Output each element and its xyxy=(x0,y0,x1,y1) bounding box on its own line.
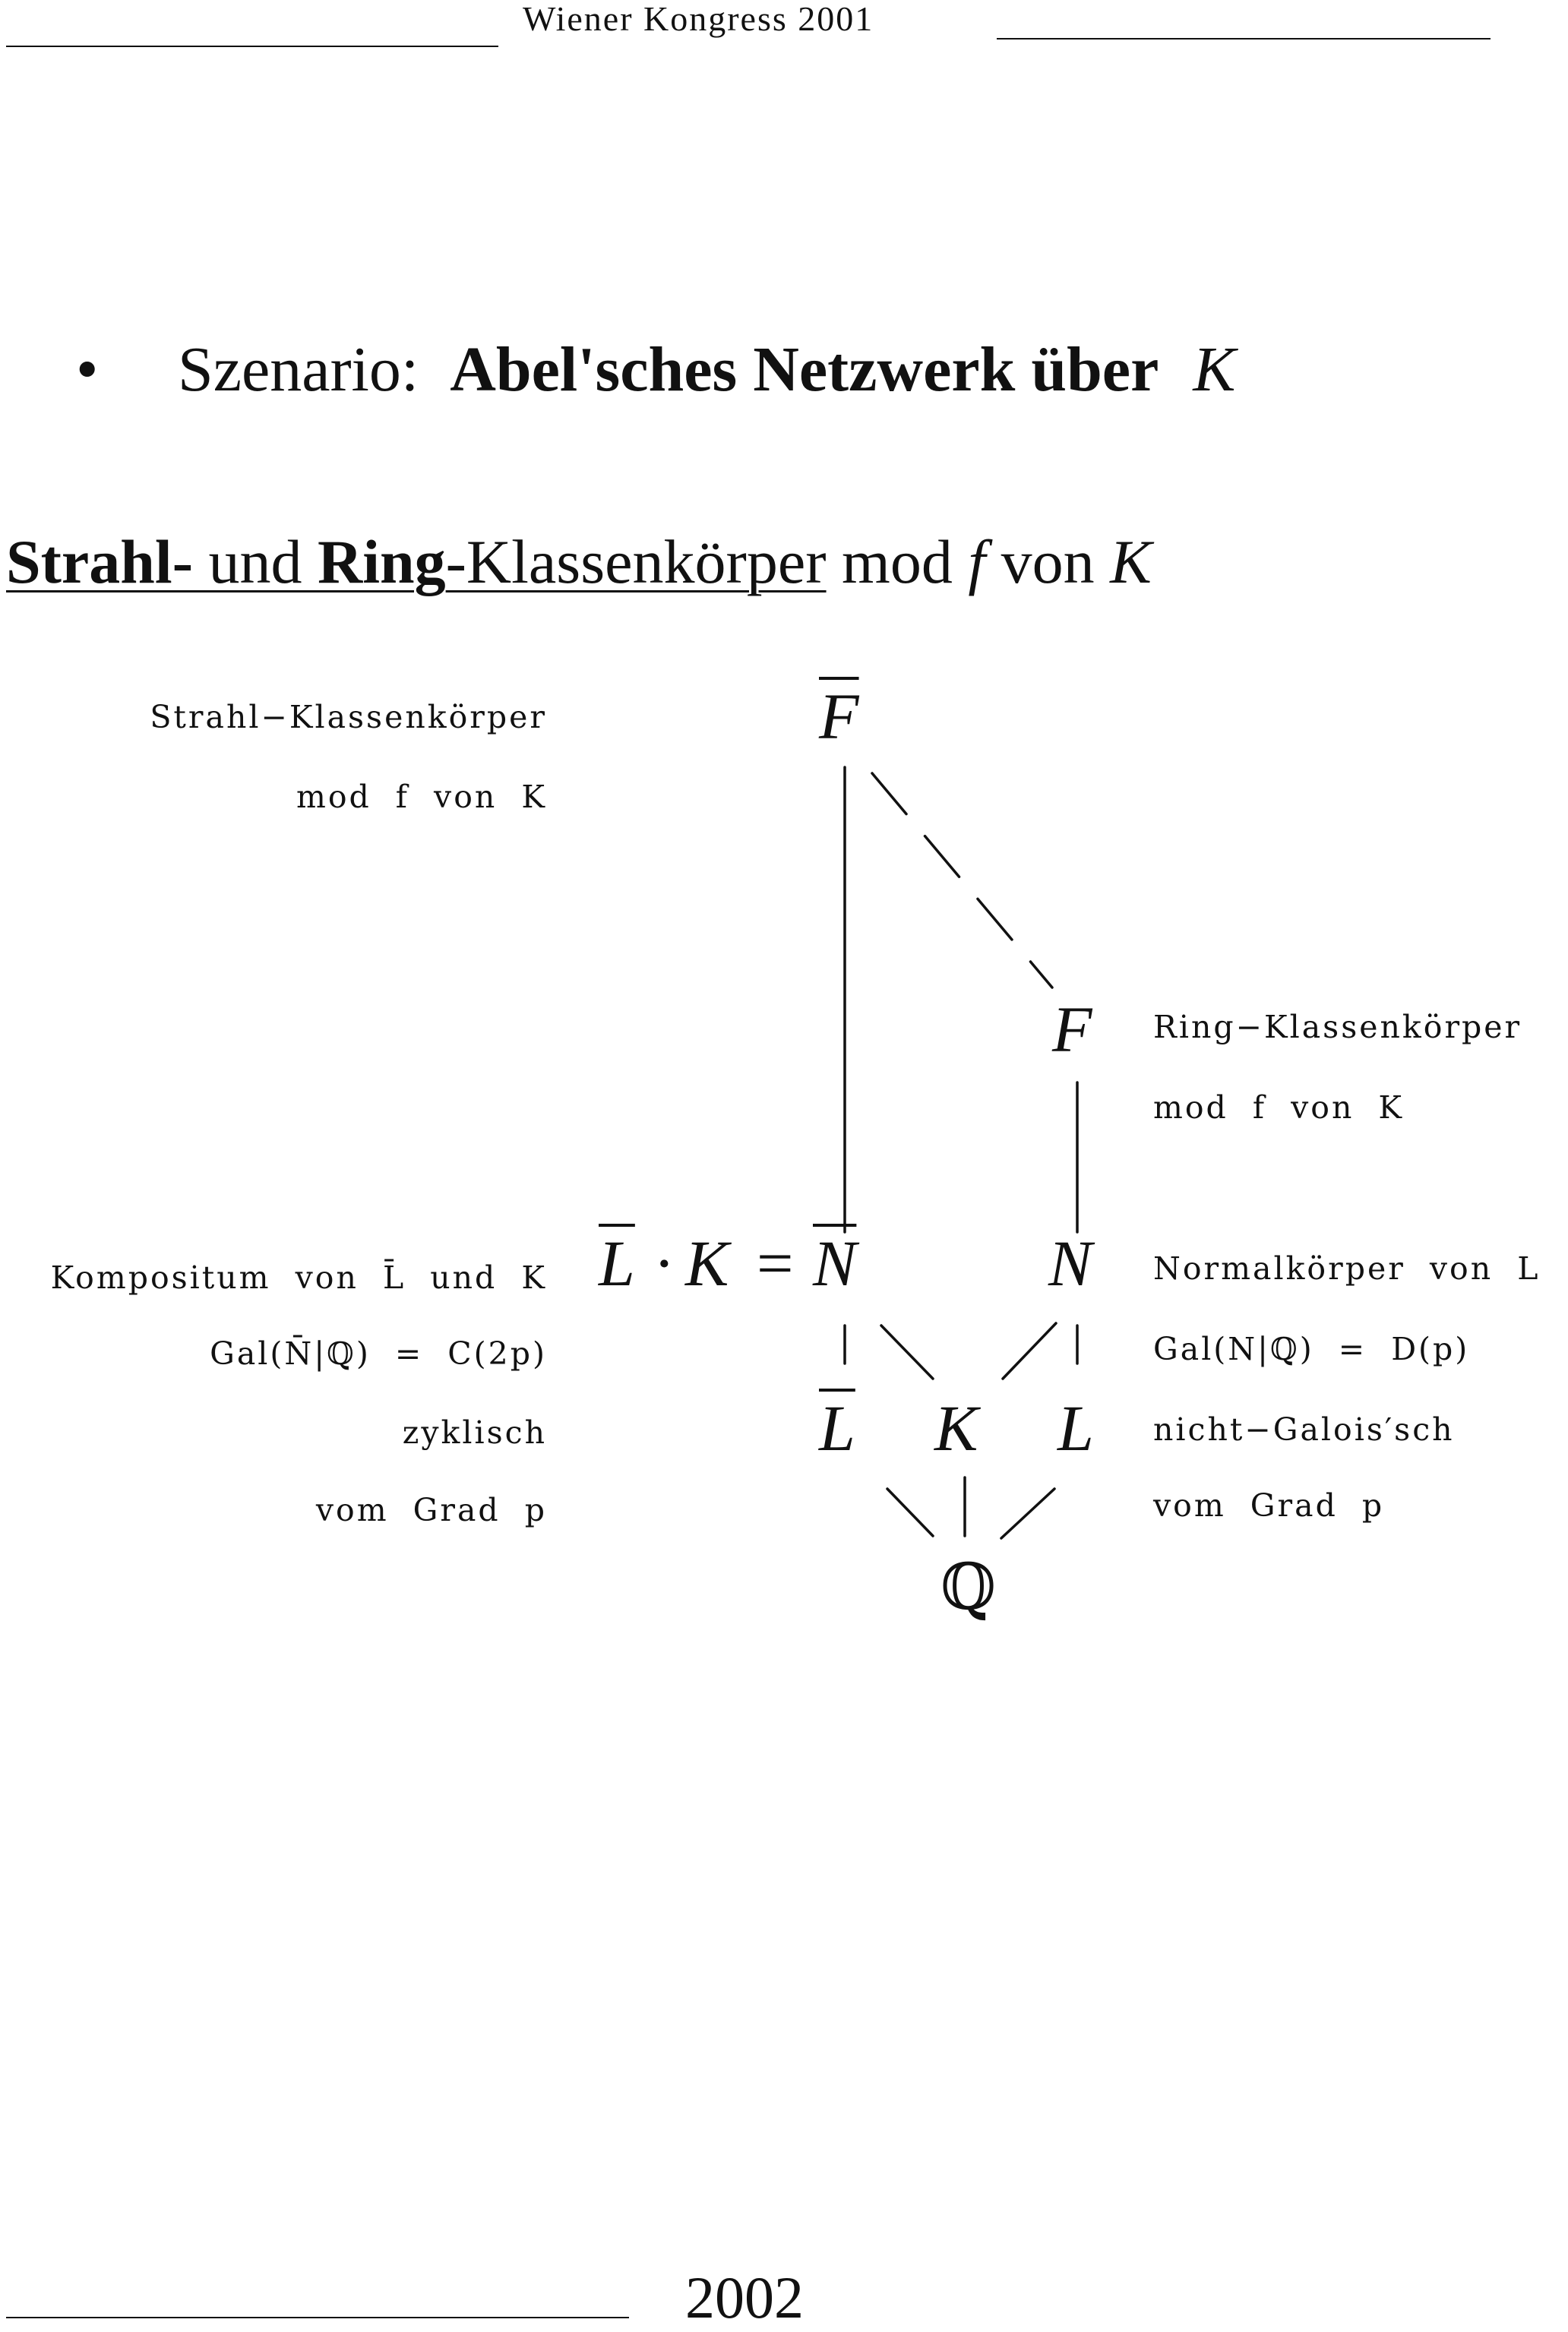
scenario-title: Abel'sches Netzwerk über xyxy=(450,334,1159,405)
node-L-bar-top: L xyxy=(599,1227,635,1300)
node-Q: ℚ xyxy=(940,1553,997,1623)
heading-und: und xyxy=(193,527,318,596)
node-equals: = xyxy=(757,1227,794,1300)
edge-Nbar-K xyxy=(880,1324,934,1380)
label-strahl-2: mod f von K xyxy=(296,779,547,815)
scenario-var: K xyxy=(1193,334,1236,405)
node-dot: · xyxy=(653,1227,675,1300)
node-N-bar: N xyxy=(813,1227,857,1300)
heading-K: K xyxy=(1110,527,1152,596)
node-K: K xyxy=(934,1392,978,1465)
header-rule-left xyxy=(6,46,498,47)
label-norm-4: vom Grad p xyxy=(1153,1487,1385,1524)
heading-ring: Ring xyxy=(318,527,446,596)
bullet-line: • Szenario: Abel'sches Netzwerk über K xyxy=(76,333,1235,406)
label-norm-1: Normalkörper von L xyxy=(1153,1250,1541,1287)
heading-strahl: Strahl- xyxy=(6,527,193,596)
label-komp-2: Gal(N̄|ℚ) = C(2p) xyxy=(210,1335,547,1372)
section-heading: Strahl- und Ring-Klassenkörper mod f von… xyxy=(6,526,1152,598)
heading-f: f xyxy=(968,527,986,596)
node-K-top: K xyxy=(685,1227,729,1300)
edge-N-K xyxy=(1001,1322,1057,1380)
heading-mod: mod xyxy=(826,527,969,596)
label-strahl-1: Strahl−Klassenkörper xyxy=(150,699,547,735)
label-ring-2: mod f von K xyxy=(1153,1089,1405,1126)
label-komp-3: zyklisch xyxy=(402,1414,547,1451)
heading-von: von xyxy=(985,527,1111,596)
footer-year: 2002 xyxy=(685,2264,804,2330)
label-komp-4: vom Grad p xyxy=(315,1492,547,1528)
node-N: N xyxy=(1048,1227,1092,1300)
node-F: F xyxy=(1052,993,1092,1066)
label-komp-1: Kompositum von L̄ und K xyxy=(50,1259,547,1296)
edge-Fbar-F xyxy=(871,772,1054,989)
edge-L-Q xyxy=(1000,1487,1056,1540)
scenario-prefix: Szenario: xyxy=(178,334,419,405)
node-L: L xyxy=(1057,1392,1094,1465)
label-norm-2: Gal(N|ℚ) = D(p) xyxy=(1153,1331,1470,1367)
node-L-bar: L xyxy=(819,1392,855,1465)
label-ring-1: Ring−Klassenkörper xyxy=(1153,1009,1522,1045)
footer-rule xyxy=(6,2317,629,2318)
label-norm-3: nicht−Galois′sch xyxy=(1153,1411,1455,1448)
bullet-icon: • xyxy=(76,334,99,405)
edge-Lbar-Q xyxy=(886,1487,934,1537)
header-title: Wiener Kongress 2001 xyxy=(523,0,874,38)
header-rule-right xyxy=(997,38,1491,39)
heading-klassenkoerper: -Klassenkörper xyxy=(445,527,827,596)
node-F-bar: F xyxy=(819,680,859,753)
